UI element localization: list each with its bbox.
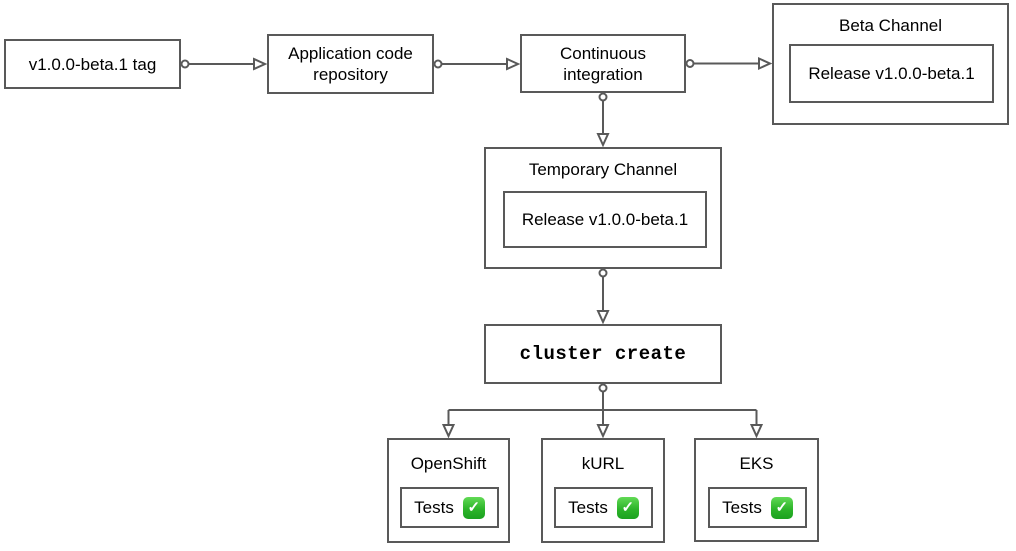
kurl-tests-box: Tests ✓ [554,487,653,528]
openshift-title: OpenShift [410,454,487,473]
openshift-tests-box: Tests ✓ [400,487,499,528]
arrow-cluster-create-to-clusters [441,383,764,439]
beta-channel-title: Beta Channel [838,16,943,35]
node-eks: EKS Tests ✓ [694,438,819,542]
kurl-title: kURL [581,454,625,473]
openshift-tests-label: Tests [414,497,454,517]
node-application-code-repository: Application code repository [267,34,434,94]
arrow-tag-to-repo [180,57,268,71]
node-cluster-create: cluster create [484,324,722,384]
temporary-channel-release-box: Release v1.0.0-beta.1 [503,191,707,248]
check-mark-icon: ✓ [770,496,793,519]
application-code-repository-label: Application code repository [288,44,413,84]
eks-tests-box: Tests ✓ [708,487,807,528]
arrow-temporary-channel-to-cluster-create [596,268,610,325]
temporary-channel-title: Temporary Channel [528,160,678,179]
arrow-repo-to-ci [433,57,521,71]
beta-channel-release-label: Release v1.0.0-beta.1 [808,63,975,83]
node-version-tag: v1.0.0-beta.1 tag [4,39,181,89]
node-temporary-channel: Temporary Channel Release v1.0.0-beta.1 [484,147,722,269]
temporary-channel-release-label: Release v1.0.0-beta.1 [521,209,689,229]
arrow-ci-to-temporary-channel [596,92,610,148]
node-kurl: kURL Tests ✓ [541,438,665,543]
check-mark-icon: ✓ [616,496,639,519]
node-openshift: OpenShift Tests ✓ [387,438,510,543]
eks-title: EKS [739,454,774,473]
cluster-create-label: cluster create [519,342,687,365]
node-beta-channel: Beta Channel Release v1.0.0-beta.1 [772,3,1009,125]
node-continuous-integration: Continuous integration [520,34,686,93]
kurl-tests-label: Tests [568,497,608,517]
check-mark-icon: ✓ [462,496,485,519]
eks-tests-label: Tests [722,497,762,517]
version-tag-label: v1.0.0-beta.1 tag [28,54,157,74]
beta-channel-release-box: Release v1.0.0-beta.1 [789,44,994,103]
continuous-integration-label: Continuous integration [559,43,646,84]
arrow-ci-to-beta-channel [685,56,773,71]
